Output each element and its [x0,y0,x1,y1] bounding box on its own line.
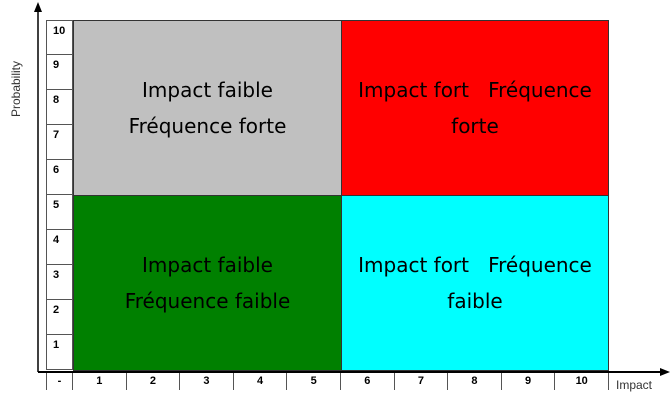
x-tick: 3 [180,372,234,390]
quadrant-high-impact-low-frequency: Impact fort Fréquence faible [341,195,609,371]
x-tick: 8 [448,372,502,390]
x-tick: - [46,372,73,390]
y-tick: 5 [46,195,73,230]
x-tick: 6 [341,372,395,390]
x-tick: 4 [234,372,288,390]
y-tick: 2 [46,300,73,335]
x-tick: 10 [555,372,609,390]
y-tick: 7 [46,125,73,160]
y-tick: 9 [46,55,73,90]
y-tick: 6 [46,160,73,195]
x-tick: 7 [395,372,449,390]
quadrant-text-line: faible [447,289,503,313]
x-tick: 5 [287,372,341,390]
y-tick: 8 [46,90,73,125]
x-tick: 9 [502,372,556,390]
y-tick: 4 [46,230,73,265]
x-tick: 2 [127,372,181,390]
quadrant-high-impact-high-frequency: Impact fort Fréquence forte [341,20,609,196]
quadrant-text-line: Impact faible [142,253,273,277]
quadrant-text-line: Impact fort Fréquence [358,78,592,102]
quadrant-text-line: Fréquence forte [128,114,287,138]
y-tick: 3 [46,265,73,300]
y-tick: 10 [46,20,73,55]
x-axis-label: Impact [616,378,653,392]
y-axis-label: Probability [9,60,23,118]
quadrant-text-line: Fréquence faible [124,289,291,313]
y-tick: 1 [46,335,73,370]
x-tick: 1 [73,372,127,390]
quadrant-text-line: forte [451,114,499,138]
quadrant-text-line: Impact faible [142,78,273,102]
quadrant-text-line: Impact fort Fréquence [358,253,592,277]
